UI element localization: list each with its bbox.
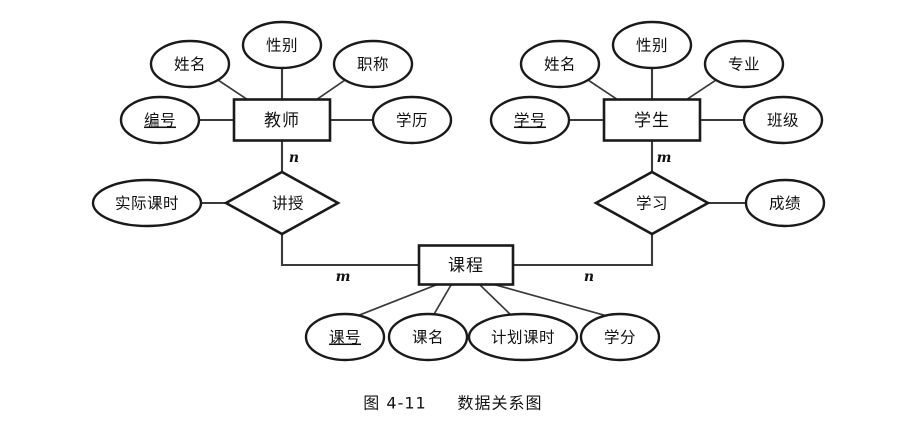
connector-student-major — [684, 78, 718, 102]
attribute-student-name-ellipse[interactable] — [519, 39, 601, 89]
cardinality-study-course: n — [584, 269, 594, 285]
attribute-course-hours-label: 计划课时 — [491, 329, 555, 347]
relationship-teach[interactable]: 讲授 — [223, 170, 341, 236]
attribute-teacher-degree[interactable]: 学历 — [371, 95, 453, 145]
attribute-course-credit-ellipse[interactable] — [579, 312, 661, 362]
attribute-course-no[interactable]: 课号 — [304, 312, 386, 362]
attribute-teacher-name-ellipse[interactable] — [149, 39, 231, 89]
attribute-teach-hours[interactable]: 实际课时 — [91, 178, 203, 228]
attribute-teacher-gender-label: 性别 — [266, 37, 298, 55]
connector-course-credit — [494, 283, 609, 318]
attribute-teacher-title-label: 职称 — [357, 56, 389, 74]
attribute-teacher-id-label: 编号 — [144, 112, 176, 130]
figure-caption-title: 数据关系图 — [457, 394, 542, 413]
attribute-course-name[interactable]: 课名 — [387, 312, 469, 362]
attribute-teacher-title[interactable]: 职称 — [332, 39, 414, 89]
attribute-teacher-title-ellipse[interactable] — [332, 39, 414, 89]
attribute-teach-hours-ellipse[interactable] — [91, 178, 203, 228]
attribute-student-gender-ellipse[interactable] — [611, 20, 693, 70]
entity-student-box[interactable] — [602, 98, 702, 142]
attribute-student-class-label: 班级 — [767, 112, 799, 130]
attribute-student-class-ellipse[interactable] — [742, 95, 824, 145]
attribute-teacher-id[interactable]: 编号 — [119, 95, 201, 145]
connector-course-no — [355, 283, 438, 318]
attribute-teacher-degree-label: 学历 — [396, 112, 428, 130]
attribute-teacher-gender-ellipse[interactable] — [241, 20, 323, 70]
attribute-study-score-label: 成绩 — [769, 195, 801, 213]
attribute-course-name-label: 课名 — [412, 329, 444, 347]
entity-student-label: 学生 — [634, 111, 670, 131]
connector-layer — [197, 66, 748, 318]
relationship-teach-label: 讲授 — [272, 195, 304, 213]
attribute-student-id[interactable]: 学号 — [489, 95, 571, 145]
attribute-student-class[interactable]: 班级 — [742, 95, 824, 145]
figure-caption-number: 图 4-11 — [363, 394, 426, 413]
relationship-study-label: 学习 — [636, 195, 668, 213]
connector-teacher-title — [314, 78, 347, 102]
attribute-study-score-ellipse[interactable] — [744, 178, 826, 228]
entity-teacher-box[interactable] — [232, 98, 332, 142]
attribute-teacher-id-ellipse[interactable] — [119, 95, 201, 145]
attribute-student-gender-label: 性别 — [636, 37, 668, 55]
attribute-teacher-gender[interactable]: 性别 — [241, 20, 323, 70]
cardinality-teach-course: m — [336, 269, 351, 285]
attribute-course-name-ellipse[interactable] — [387, 312, 469, 362]
attribute-teach-hours-label: 实际课时 — [115, 195, 179, 213]
attribute-student-major-ellipse[interactable] — [703, 39, 785, 89]
attribute-student-id-label: 学号 — [514, 112, 546, 130]
entity-teacher-label: 教师 — [264, 111, 300, 131]
cardinality-teacher-teach: n — [289, 150, 299, 166]
entity-course-label: 课程 — [448, 256, 484, 276]
attribute-student-name-label: 姓名 — [544, 56, 576, 74]
figure-caption: 图 4-11 数据关系图 — [363, 394, 542, 413]
relationship-teach-diamond[interactable] — [223, 170, 341, 236]
entity-teacher[interactable]: 教师 — [232, 98, 332, 142]
entity-course-box[interactable] — [417, 244, 515, 286]
attribute-student-gender[interactable]: 性别 — [611, 20, 693, 70]
attribute-teacher-degree-ellipse[interactable] — [371, 95, 453, 145]
connector-teacher-name — [216, 78, 250, 102]
connector-student-name — [586, 78, 620, 102]
attribute-course-hours[interactable]: 计划课时 — [467, 312, 579, 362]
connector-study-to-course — [511, 232, 654, 267]
connector-course-name — [431, 283, 453, 318]
attribute-course-no-label: 课号 — [329, 329, 361, 347]
relationship-study-diamond[interactable] — [593, 170, 711, 236]
connector-course-hours — [478, 283, 514, 318]
attribute-student-major[interactable]: 专业 — [703, 39, 785, 89]
attribute-student-major-label: 专业 — [728, 56, 760, 74]
attribute-student-name[interactable]: 姓名 — [519, 39, 601, 89]
attribute-study-score[interactable]: 成绩 — [744, 178, 826, 228]
attribute-student-id-ellipse[interactable] — [489, 95, 571, 145]
attribute-course-credit-label: 学分 — [604, 329, 636, 347]
attribute-teacher-name[interactable]: 姓名 — [149, 39, 231, 89]
cardinality-student-study: m — [657, 150, 672, 166]
entity-course[interactable]: 课程 — [417, 244, 515, 286]
entity-student[interactable]: 学生 — [602, 98, 702, 142]
attribute-course-hours-ellipse[interactable] — [467, 312, 579, 362]
attribute-course-no-ellipse[interactable] — [304, 312, 386, 362]
attribute-teacher-name-label: 姓名 — [174, 56, 206, 74]
connector-teach-to-course — [280, 232, 421, 267]
relationship-study[interactable]: 学习 — [593, 170, 711, 236]
attribute-course-credit[interactable]: 学分 — [579, 312, 661, 362]
